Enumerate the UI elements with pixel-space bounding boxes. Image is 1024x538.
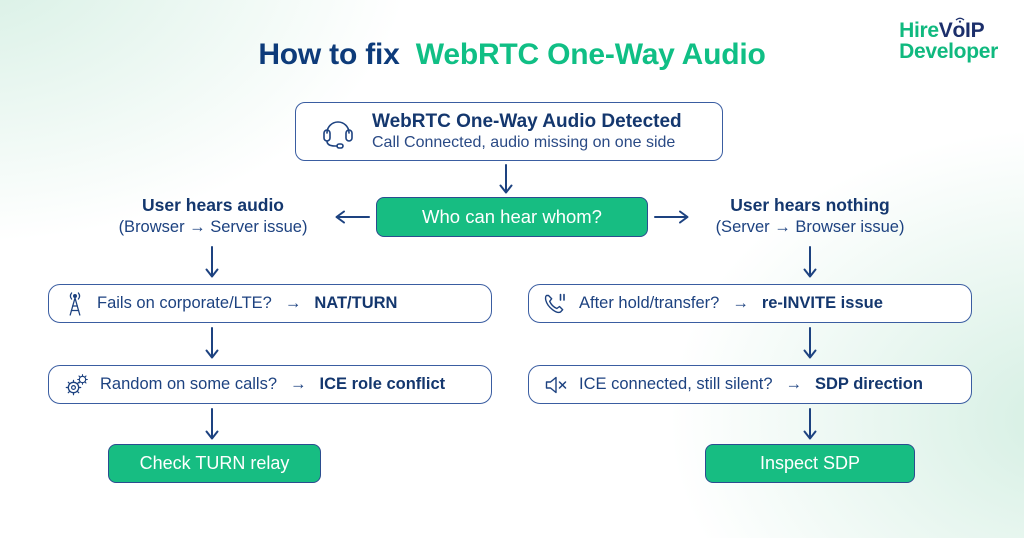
left-branch-title: User hears audio <box>142 195 284 215</box>
step-question: After hold/transfer? <box>579 294 720 312</box>
step-answer: SDP direction <box>815 375 923 393</box>
step-arrow-separator: → <box>284 294 302 312</box>
gears-icon <box>64 373 89 397</box>
step-answer: ICE role conflict <box>319 375 446 393</box>
phone-hold-icon <box>544 292 568 316</box>
antenna-icon <box>64 291 86 317</box>
step-nat-turn: Fails on corporate/LTE? → NAT/TURN <box>48 284 492 323</box>
arrow-down-icon <box>205 408 219 441</box>
step-answer: NAT/TURN <box>314 294 398 312</box>
action-inspect-sdp: Inspect SDP <box>705 444 915 483</box>
logo-ip: IP <box>965 19 985 42</box>
arrow-down-icon <box>803 327 817 360</box>
wifi-icon <box>955 17 964 23</box>
logo-o: o <box>952 19 966 42</box>
logo-o-with-wifi: o <box>952 17 966 42</box>
page-title-prefix: How to fix <box>258 38 400 71</box>
page-title-highlight: WebRTC One-Way Audio <box>415 38 766 71</box>
root-node: WebRTC One-Way Audio Detected Call Conne… <box>295 102 723 161</box>
arrow-down-icon <box>205 246 219 279</box>
left-branch-heading: User hears audio (Browser → Server issue… <box>70 195 356 237</box>
step-question: Random on some calls? <box>100 375 278 393</box>
logo-line-2: Developer <box>899 40 998 63</box>
arrow-down-icon <box>499 164 513 195</box>
root-node-text: WebRTC One-Way Audio Detected Call Conne… <box>372 111 682 152</box>
root-node-subtitle: Call Connected, audio missing on one sid… <box>372 134 676 151</box>
step-question: ICE connected, still silent? <box>579 375 773 393</box>
step-arrow-separator: → <box>785 375 803 393</box>
arrow-right-icon <box>654 210 690 224</box>
page-title: How to fix WebRTC One-Way Audio <box>0 38 1024 72</box>
arrow-down-icon <box>803 408 817 441</box>
arrow-left-icon <box>334 210 370 224</box>
logo-v: V <box>938 19 953 42</box>
root-node-title: WebRTC One-Way Audio Detected <box>372 111 682 132</box>
action-check-turn-relay: Check TURN relay <box>108 444 321 483</box>
right-branch-heading: User hears nothing (Server → Browser iss… <box>667 195 953 237</box>
headset-icon <box>320 115 356 149</box>
step-question: Fails on corporate/LTE? <box>97 294 272 312</box>
arrow-down-icon <box>205 327 219 360</box>
step-arrow-separator: → <box>732 294 749 312</box>
decision-node: Who can hear whom? <box>376 197 648 237</box>
step-arrow-separator: → <box>290 375 307 393</box>
step-sdp-direction: ICE connected, still silent? → SDP direc… <box>528 365 972 404</box>
step-answer: re-INVITE issue <box>761 294 883 312</box>
right-branch-subtitle: (Server → Browser issue) <box>715 218 905 236</box>
muted-speaker-icon <box>544 375 568 395</box>
step-ice-role-conflict: Random on some calls? → ICE role conflic… <box>48 365 492 404</box>
right-branch-title: User hears nothing <box>730 195 890 215</box>
arrow-down-icon <box>803 246 817 279</box>
left-branch-subtitle: (Browser → Server issue) <box>118 218 308 236</box>
step-reinvite: After hold/transfer? → re-INVITE issue <box>528 284 972 323</box>
logo-hire: Hire <box>899 19 939 42</box>
